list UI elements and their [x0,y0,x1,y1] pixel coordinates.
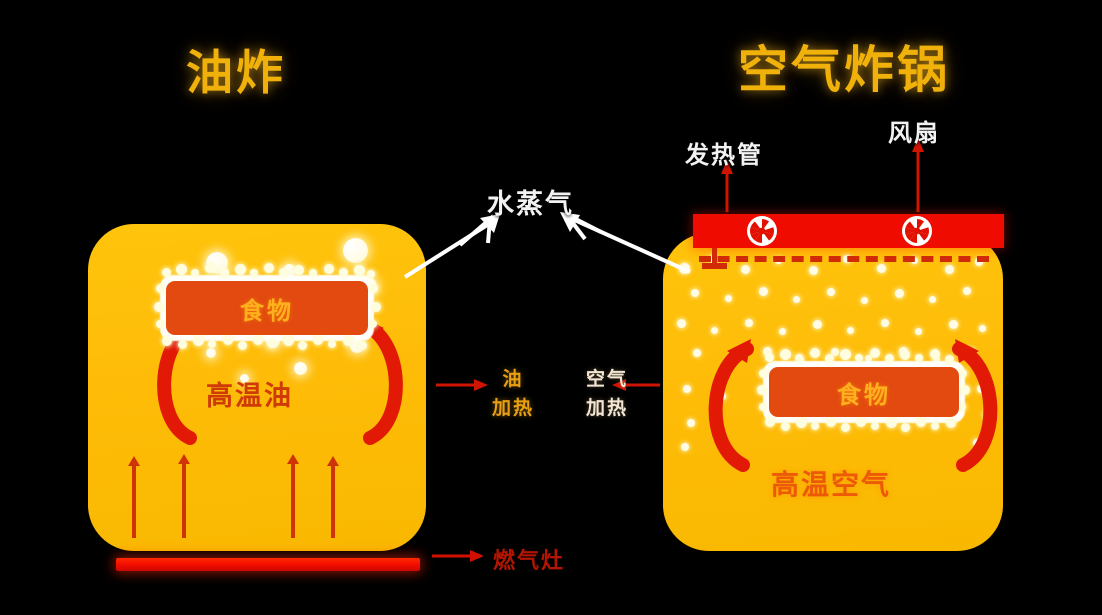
circulation-arc-left [708,339,754,472]
fan-label: 风扇 [888,119,940,147]
heating-grill-dashed-line [699,256,989,262]
page-title-air-fryer: 空气炸锅 [738,41,950,99]
oil-heating-label: 油 加热 [492,365,534,422]
hot-air-particle [759,287,768,296]
hot-air-particle [711,327,718,334]
hot-oil-arrow [178,454,190,538]
oil-heating-line-2: 加热 [492,396,535,419]
fan-icon [902,216,932,246]
steam-bubble [240,374,249,383]
air-heating-line-1: 空气 [586,368,629,390]
steam-bubble [206,252,228,274]
hot-oil-label: 高温油 [206,381,293,412]
hot-air-particle [813,320,822,329]
hot-air-particle [809,266,818,275]
hot-air-particle [683,385,691,393]
hot-air-particle [861,297,868,304]
air-heating-line-2: 加热 [586,396,629,419]
hot-oil-arrow [327,456,339,538]
steam-label: 水蒸气 [487,189,574,220]
hot-air-particle [763,347,772,356]
heating-element-bar [693,214,1004,248]
heating-element-label: 发热管 [685,141,763,169]
hot-air-particle [881,319,889,327]
gas-stove-label: 燃气灶 [493,549,566,574]
hot-air-label: 高温空气 [771,468,892,501]
food-label: 食物 [240,296,294,325]
food-block-deep-fry: 食物 [166,281,368,335]
steam-bubble [206,348,216,358]
hot-air-particle [979,325,986,332]
food-block-air-fryer: 食物 [769,367,959,417]
deep-fryer-body: 食物 高温油 [88,224,426,551]
hot-air-particle [725,295,732,302]
hot-air-particle [877,264,886,273]
air-heating-label: 空气 加热 [586,365,628,422]
oil-heating-line-1: 油 [502,368,524,390]
hot-air-particle [895,289,904,298]
hot-air-particle [681,443,689,451]
food-label: 食物 [837,380,891,409]
hot-air-particle [899,347,908,356]
hot-air-particle [679,263,690,274]
fan-icon [747,216,777,246]
hot-oil-arrow [128,456,140,538]
hot-oil-arrow [287,454,299,538]
hot-air-particle [693,349,701,357]
hot-air-particle [949,320,958,329]
hot-air-particle [929,296,936,303]
hot-air-particle [865,355,872,362]
hot-air-particle [677,319,686,328]
hot-air-particle [915,328,922,335]
hot-air-particle [741,265,750,274]
hot-air-particle [687,419,695,427]
hot-air-particle [831,348,839,356]
gas-stove-burner [116,558,420,571]
hot-air-particle [793,296,800,303]
hot-air-particle [745,319,753,327]
heating-element-foot [702,263,727,269]
hot-air-particle [827,288,835,296]
page-title-deep-fry: 油炸 [186,46,286,101]
air-fryer-body: 食物 高温空气 [663,233,1003,551]
hot-air-particle [975,258,983,266]
hot-air-particle [691,289,699,297]
hot-air-particle [847,327,854,334]
circulation-arc-right [952,339,998,472]
hot-air-particle [779,328,786,335]
hot-air-particle [963,287,971,295]
steam-bubble [343,238,368,263]
steam-bubble [294,362,307,375]
hot-air-particle [933,356,940,363]
hot-air-particle [945,265,954,274]
